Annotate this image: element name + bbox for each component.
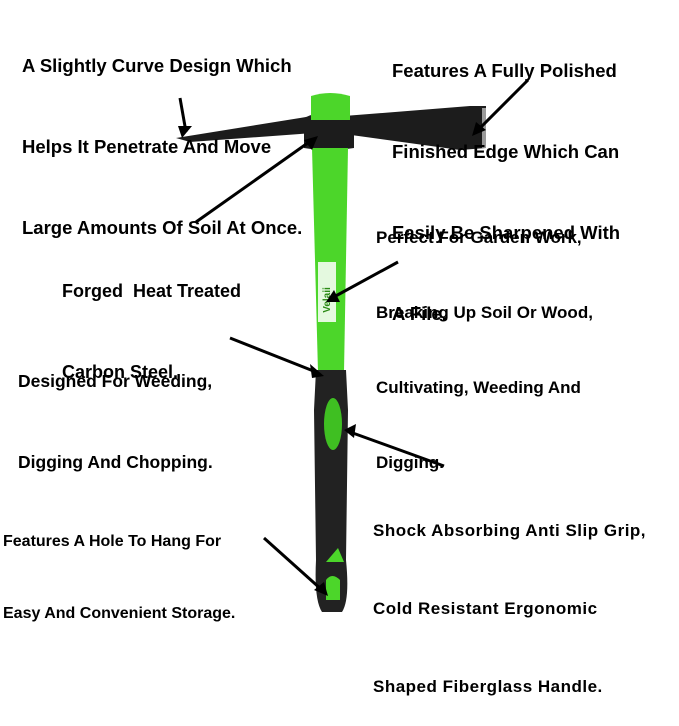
callout-hanging-hole: Features A Hole To Hang For Easy And Con…: [3, 482, 235, 650]
callout-line: Features A Hole To Hang For: [3, 533, 222, 550]
callout-line: A Slightly Curve Design Which: [22, 55, 292, 76]
callout-forged-steel: Forged Heat Treated Carbon Steel.: [62, 224, 241, 413]
callout-line: Easy And Convenient Storage.: [3, 605, 236, 622]
callout-line: Breaking Up Soil Or Wood,: [376, 303, 593, 322]
arrowhead-hole: [314, 582, 328, 596]
pick-mattock-illustration: Velaii: [176, 78, 530, 612]
arrowhead-forged: [304, 136, 318, 150]
callout-curve-design: A Slightly Curve Design Which Helps It P…: [22, 0, 302, 268]
arrow-weeding: [229, 336, 317, 374]
handle-top-cap: [311, 93, 350, 120]
callout-line: A File.: [392, 303, 447, 324]
callout-line: Digging.: [376, 453, 444, 472]
callout-line: Designed For Weeding,: [18, 371, 213, 391]
arrow-edge: [476, 78, 530, 132]
callout-line: Digging And Chopping.: [18, 452, 213, 472]
callout-line: Easily Be Sharpened With: [392, 222, 621, 243]
hanging-hole: [326, 576, 340, 600]
handle-label: [318, 262, 336, 322]
arrowhead-garden: [326, 290, 340, 302]
callout-polished-edge: Features A Fully Polished Finished Edge …: [392, 3, 620, 354]
callout-line: Cold Resistant Ergonomic: [373, 599, 598, 618]
handle-shaft: [312, 148, 348, 372]
arrow-forged: [195, 138, 313, 224]
arrowhead-edge: [472, 122, 486, 136]
arrow-garden: [331, 260, 399, 300]
callout-line: Forged Heat Treated: [62, 281, 242, 301]
callout-line: Perfect For Garden Work,: [376, 228, 582, 247]
arrowhead-weeding: [310, 364, 324, 378]
adze-edge: [482, 108, 486, 148]
adze-blade: [344, 106, 486, 150]
callout-line: Finished Edge Which Can: [392, 141, 620, 162]
arrow-heads: [178, 122, 486, 596]
callout-grip-handle: Shock Absorbing Anti Slip Grip, Cold Res…: [373, 466, 646, 726]
callout-line: Helps It Penetrate And Move: [22, 136, 272, 157]
callout-line: Carbon Steel.: [62, 362, 179, 382]
callout-line: Shaped Fiberglass Handle.: [373, 677, 603, 696]
pick-blade: [176, 116, 312, 142]
callout-line: Large Amounts Of Soil At Once.: [22, 217, 303, 238]
grip-insert: [324, 398, 342, 450]
arrowhead-grip: [344, 424, 356, 438]
callout-weeding-use: Designed For Weeding, Digging And Choppi…: [18, 314, 213, 503]
callout-line: Shock Absorbing Anti Slip Grip,: [373, 521, 647, 540]
callout-line: Cultivating, Weeding And: [376, 378, 581, 397]
head-eye: [304, 112, 354, 150]
callout-line: Features A Fully Polished: [392, 60, 617, 81]
callout-garden-work: Perfect For Garden Work, Breaking Up Soi…: [376, 175, 593, 500]
grip-triangle: [326, 548, 344, 562]
arrows: [178, 78, 530, 592]
arrow-grip: [349, 430, 445, 468]
arrow-hole: [262, 536, 324, 592]
arrowhead-curve: [178, 126, 192, 138]
